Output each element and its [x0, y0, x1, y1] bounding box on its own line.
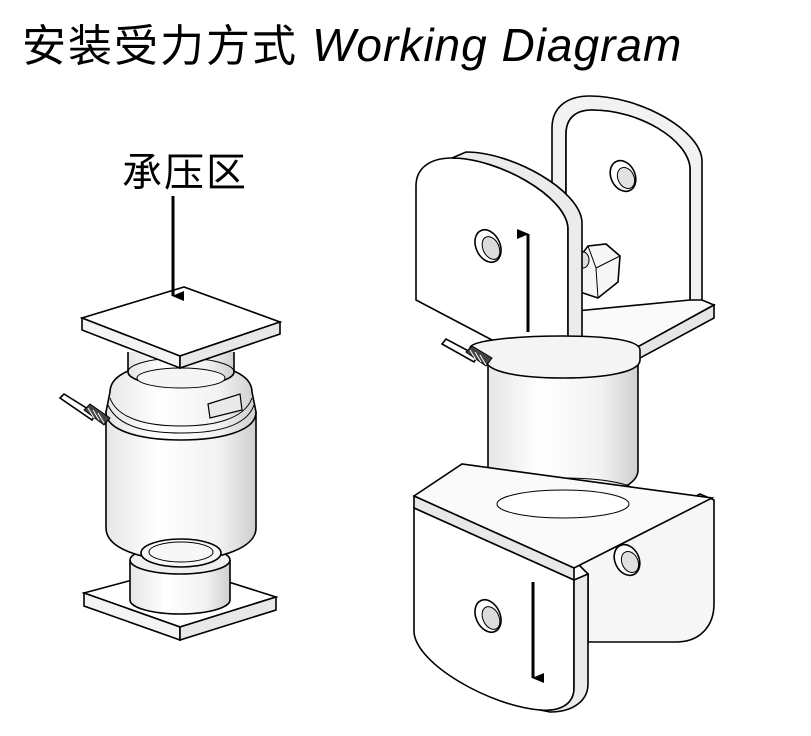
diagram-title: 安装受力方式 Working Diagram [22, 10, 683, 72]
hex-nut [576, 244, 620, 298]
tension-load-cell [414, 96, 714, 712]
bottom-bracket-back-plate [574, 494, 714, 642]
signal-cable [60, 394, 110, 425]
load-cell-body [106, 352, 256, 567]
top-pressure-plate [82, 287, 280, 368]
compression-zone-label: 承压区 [122, 150, 248, 196]
bottom-bracket-base [414, 464, 712, 580]
tension-signal-cable [442, 339, 492, 366]
title-english: Working Diagram [312, 19, 683, 71]
title-chinese: 安装受力方式 [22, 21, 298, 72]
compression-load-cell [60, 196, 280, 640]
